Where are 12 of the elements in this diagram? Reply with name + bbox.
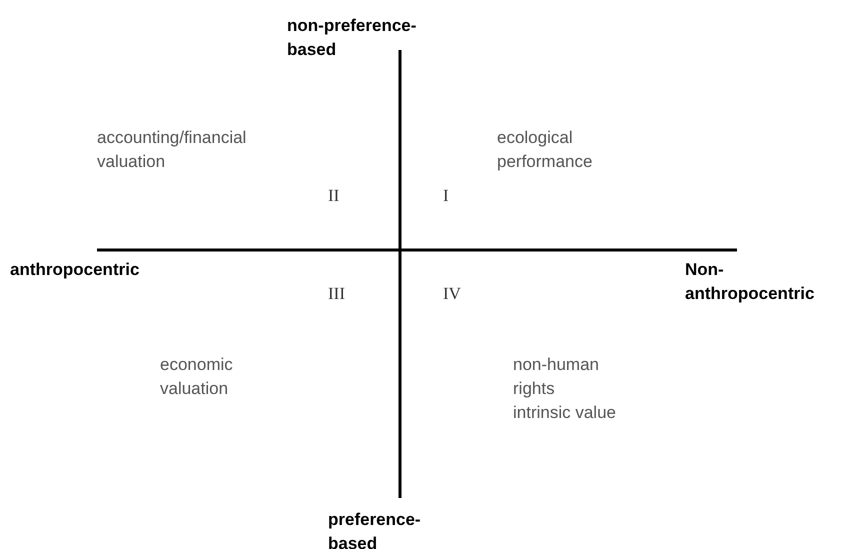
quadrant-numeral: IV	[443, 283, 461, 305]
quadrant-text: accounting/financial valuation	[97, 127, 248, 173]
axis-label: anthropocentric	[10, 259, 140, 281]
axis-label: Non-anthropocentric	[685, 259, 816, 305]
quadrant-text: ecological performance	[497, 127, 594, 173]
quadrant-text: intrinsic value	[513, 402, 617, 424]
quadrant-numeral: II	[328, 185, 340, 207]
axis-label: preference-based	[328, 509, 422, 549]
axis-label: non-preference-based	[287, 15, 418, 61]
quadrant-numeral: I	[443, 185, 449, 207]
quadrant-numeral: III	[328, 283, 345, 305]
quadrant-text: economic valuation	[160, 354, 234, 400]
